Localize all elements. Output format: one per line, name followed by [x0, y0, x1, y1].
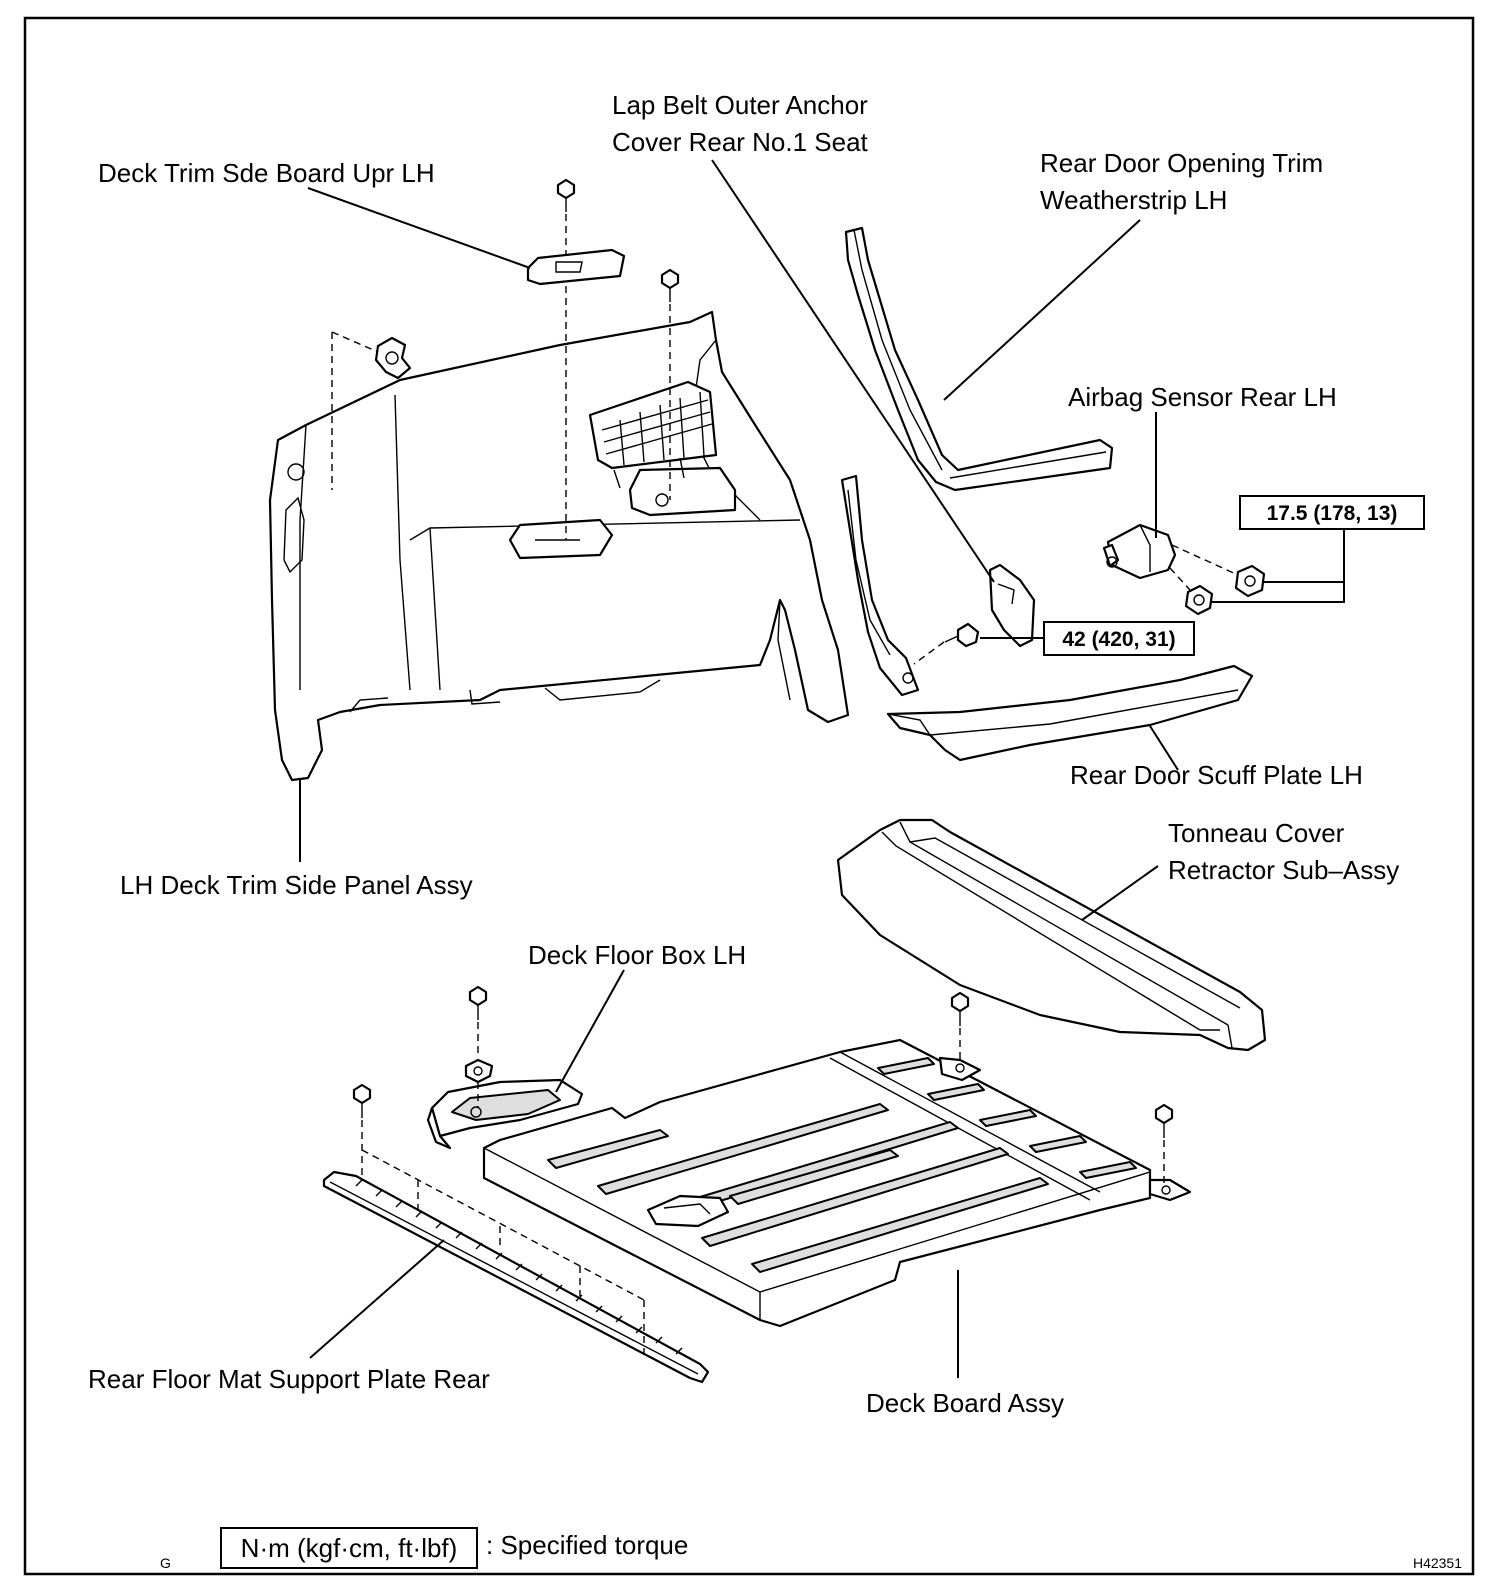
- label-scuff-plate: Rear Door Scuff Plate LH: [1070, 760, 1363, 790]
- label-deck-trim-side-board: Deck Trim Sde Board Upr LH: [98, 158, 435, 188]
- figure-id: H42351: [1413, 1555, 1462, 1571]
- label-tonneau-line1: Tonneau Cover: [1168, 818, 1345, 848]
- label-lap-belt-line2: Cover Rear No.1 Seat: [612, 127, 869, 157]
- label-deck-board: Deck Board Assy: [866, 1388, 1064, 1418]
- legend-description: : Specified torque: [486, 1530, 688, 1560]
- label-tonneau-line2: Retractor Sub–Assy: [1168, 855, 1399, 885]
- label-lap-belt-line1: Lap Belt Outer Anchor: [612, 90, 868, 120]
- torque-box-airbag-nut: [1239, 495, 1425, 530]
- mat-support-plate-part: [322, 1170, 710, 1384]
- pillar-trim-part: [840, 474, 920, 697]
- floor-box-screw: [464, 985, 494, 1108]
- leader-lines: [299, 159, 1345, 1378]
- side-panel-part: [268, 310, 850, 782]
- diagram-frame: [23, 16, 1475, 1576]
- legend-unit-box: [220, 1527, 478, 1569]
- anchor-bolt: [913, 622, 980, 665]
- label-weatherstrip-line1: Rear Door Opening Trim: [1040, 148, 1323, 178]
- deck-board-screws: [950, 991, 1174, 1186]
- torque-anchor-bolt: 42 (420, 31): [1062, 628, 1175, 651]
- label-mat-support: Rear Floor Mat Support Plate Rear: [88, 1364, 490, 1394]
- legend-unit-text: N·m (kgf·cm, ft·lbf): [241, 1533, 458, 1563]
- mat-support-screw: [352, 1083, 645, 1360]
- corner-mark: G: [160, 1555, 171, 1571]
- torque-box-anchor-bolt: [1043, 621, 1195, 656]
- weatherstrip-part: [844, 226, 1114, 492]
- label-floor-box: Deck Floor Box LH: [528, 940, 746, 970]
- deck-board-part: [482, 1038, 1192, 1328]
- label-side-panel: LH Deck Trim Side Panel Assy: [120, 870, 473, 900]
- airbag-sensor-nuts: [1184, 564, 1266, 616]
- floor-box-part: [426, 1078, 584, 1150]
- airbag-sensor-part: [1102, 523, 1239, 591]
- tonneau-cover-part: [836, 818, 1267, 1052]
- scuff-plate-part: [886, 664, 1254, 762]
- lap-belt-cover-part: [988, 563, 1036, 648]
- label-airbag-sensor: Airbag Sensor Rear LH: [1068, 382, 1337, 412]
- label-weatherstrip-line2: Weatherstrip LH: [1040, 185, 1227, 215]
- deck-trim-side-board-part: [526, 248, 626, 286]
- torque-airbag-nut: 17.5 (178, 13): [1267, 502, 1398, 525]
